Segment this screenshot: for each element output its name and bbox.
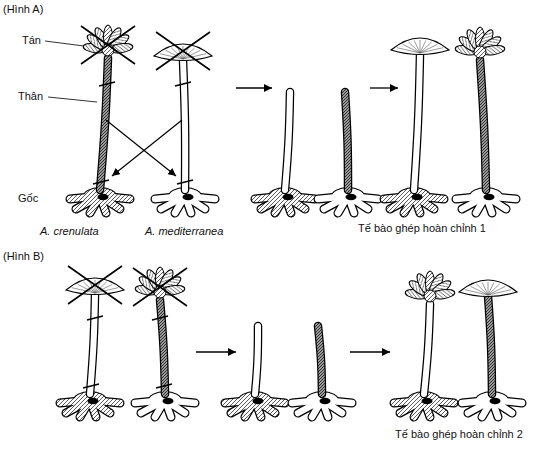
algal-cell — [154, 32, 215, 213]
label-text: Tán — [22, 34, 41, 46]
leader-line — [48, 97, 97, 102]
algal-cell — [384, 38, 449, 213]
label-text: Gốc — [18, 192, 38, 204]
algal-cell — [60, 266, 124, 417]
figure-label: (Hình A) — [3, 3, 43, 16]
algal-cell — [255, 92, 315, 213]
algal-cell — [292, 326, 352, 417]
part-label: Gốc — [18, 192, 38, 205]
process-arrow — [112, 120, 182, 176]
label-text: A. mediterranea — [145, 225, 223, 237]
result-label: Tế bào ghép hoàn chỉnh 1 — [358, 222, 486, 235]
process-arrow — [236, 87, 272, 88]
process-arrow — [106, 120, 176, 176]
species-label: A. crenulata — [40, 225, 99, 238]
label-text: (Hình A) — [3, 3, 43, 15]
result-label: Tế bào ghép hoàn chỉnh 2 — [395, 428, 523, 441]
algal-cell — [318, 92, 378, 213]
label-text: (Hình B) — [3, 250, 44, 262]
algal-cell — [133, 267, 195, 417]
figure-label: (Hình B) — [3, 250, 44, 263]
leader-line — [45, 41, 84, 46]
label-text: Thân — [18, 90, 43, 102]
process-arrow — [370, 87, 398, 88]
part-label: Thân — [18, 90, 43, 103]
algal-cell — [394, 271, 455, 417]
label-text: A. crenulata — [40, 225, 99, 237]
species-label: A. mediterranea — [145, 225, 223, 238]
algal-cell — [70, 25, 135, 213]
label-text: Tế bào ghép hoàn chỉnh 2 — [395, 428, 523, 440]
label-text: Tế bào ghép hoàn chỉnh 1 — [358, 222, 486, 234]
algal-cell — [455, 27, 516, 213]
part-label: Tán — [22, 34, 41, 47]
algal-cell — [225, 326, 285, 417]
process-arrow — [196, 351, 236, 352]
process-arrow — [350, 351, 390, 352]
algal-cell — [459, 280, 522, 417]
